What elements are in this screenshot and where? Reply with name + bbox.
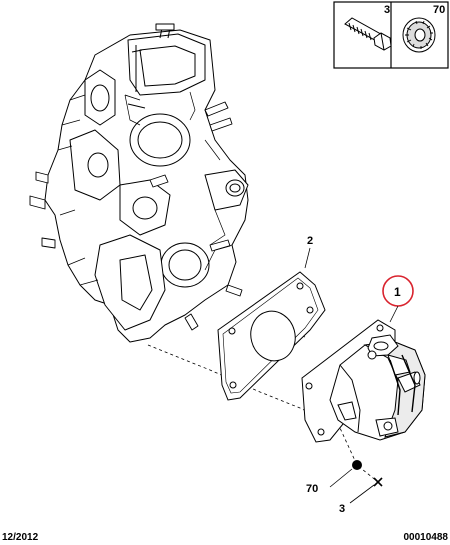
legend-number-70: 70 — [433, 4, 445, 16]
parts-legend: 3 70 — [333, 1, 449, 69]
bolt-marker — [373, 477, 383, 487]
engine-block — [29, 23, 249, 343]
callout-number-2: 2 — [307, 235, 313, 247]
bolt-icon — [344, 17, 392, 51]
footer-date: 12/2012 — [2, 532, 39, 543]
vacuum-pump — [301, 319, 426, 443]
callout-number-3: 3 — [339, 503, 345, 515]
callout-item-2: 2 — [304, 235, 313, 269]
callout-item-3: 3 — [339, 477, 383, 515]
washer-marker — [352, 460, 362, 470]
callout-item-70: 70 — [306, 460, 362, 495]
gasket — [217, 271, 326, 401]
callout-number-1: 1 — [394, 285, 401, 299]
footer-reference: 00010488 — [404, 532, 449, 543]
callout-item-1: 1 — [382, 275, 414, 323]
serrated-washer-icon — [402, 17, 436, 53]
callout-number-70: 70 — [306, 483, 318, 495]
legend-number-3: 3 — [384, 4, 390, 16]
